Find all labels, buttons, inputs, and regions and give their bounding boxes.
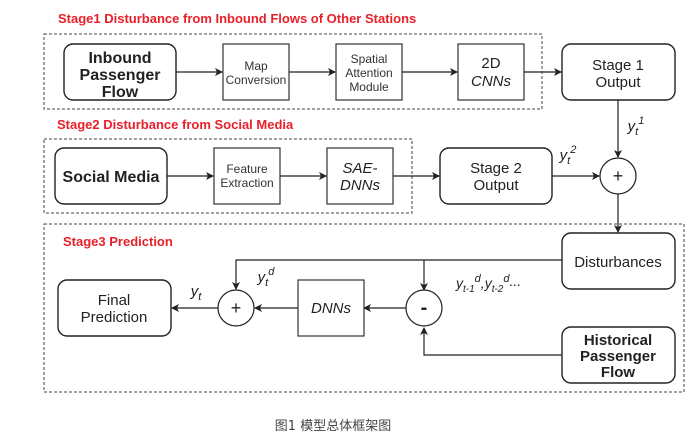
- stage1-output-box: Stage 1 Output: [561, 43, 676, 101]
- svg-text:DNNs: DNNs: [340, 177, 380, 194]
- inbound-passenger-flow-box: Inbound Passenger Flow: [63, 43, 177, 101]
- svg-text:Flow: Flow: [102, 84, 139, 101]
- svg-text:Spatial: Spatial: [351, 52, 388, 66]
- svg-text:Passenger: Passenger: [80, 67, 161, 84]
- stage3-group: [43, 223, 685, 393]
- svg-text:Passenger: Passenger: [580, 348, 656, 365]
- sum-node-bottom: +: [217, 289, 255, 327]
- svg-text:Inbound: Inbound: [88, 50, 151, 67]
- svg-text:Social Media: Social Media: [63, 169, 160, 186]
- stage3-title: Stage3 Prediction: [63, 234, 173, 249]
- social-media-box: Social Media: [54, 147, 168, 205]
- svg-text:Output: Output: [595, 74, 641, 91]
- svg-text:-: -: [421, 297, 428, 319]
- map-conversion-box: Map Conversion: [222, 43, 290, 101]
- svg-text:Final: Final: [98, 292, 131, 309]
- label-lagged-disturbances: yt-1d,yt-2d...: [455, 273, 521, 295]
- svg-text:Historical: Historical: [584, 332, 652, 349]
- arrow-disturbances-to-sum: [232, 259, 562, 290]
- disturbances-box: Disturbances: [561, 232, 676, 290]
- svg-text:2D: 2D: [481, 55, 500, 72]
- label-yt2: yt2: [559, 144, 577, 167]
- feature-extraction-box: Feature Extraction: [213, 147, 281, 205]
- svg-text:Attention: Attention: [345, 66, 392, 80]
- svg-text:Extraction: Extraction: [220, 176, 273, 190]
- svg-text:Disturbances: Disturbances: [574, 254, 662, 271]
- stage2-output-box: Stage 2 Output: [439, 147, 553, 205]
- svg-text:Map: Map: [244, 59, 268, 73]
- svg-text:CNNs: CNNs: [471, 73, 511, 90]
- stage1-title: Stage1 Disturbance from Inbound Flows of…: [58, 11, 416, 26]
- svg-text:+: +: [613, 166, 624, 186]
- 2d-cnns-box: 2D CNNs: [457, 43, 525, 101]
- svg-text:DNNs: DNNs: [311, 300, 351, 317]
- svg-text:Module: Module: [349, 80, 389, 94]
- label-yt: yt: [190, 283, 203, 303]
- minus-node: -: [405, 289, 443, 327]
- spatial-attention-module-box: Spatial Attention Module: [335, 43, 403, 101]
- svg-text:Output: Output: [473, 177, 519, 194]
- svg-text:Prediction: Prediction: [81, 309, 148, 326]
- arrow-historical-to-minus: [420, 327, 562, 356]
- svg-text:SAE-: SAE-: [342, 160, 377, 177]
- label-ytd: ytd: [257, 266, 276, 289]
- svg-text:Stage 1: Stage 1: [592, 57, 644, 74]
- label-yt1: yt1: [627, 115, 645, 138]
- svg-text:+: +: [231, 298, 242, 318]
- sae-dnns-box: SAE- DNNs: [326, 147, 394, 205]
- final-prediction-box: Final Prediction: [57, 279, 172, 337]
- svg-text:Feature: Feature: [226, 162, 268, 176]
- svg-text:Stage 2: Stage 2: [470, 160, 522, 177]
- sum-node-top: +: [599, 157, 637, 195]
- dnns-box: DNNs: [297, 279, 365, 337]
- stage2-title: Stage2 Disturbance from Social Media: [57, 117, 294, 132]
- figure-caption: 图1 模型总体框架图: [275, 419, 391, 434]
- svg-text:Flow: Flow: [601, 364, 635, 381]
- svg-text:Conversion: Conversion: [226, 73, 287, 87]
- historical-passenger-flow-box: Historical Passenger Flow: [561, 326, 676, 384]
